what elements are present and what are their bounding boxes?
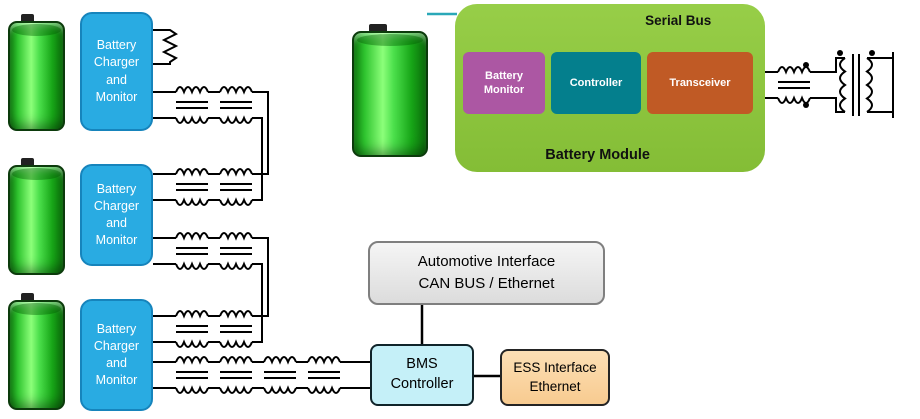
module-output-wiring xyxy=(765,52,894,118)
battery-monitor-chip: Battery Monitor xyxy=(463,52,545,114)
isolation-transformer xyxy=(219,356,253,394)
isolation-transformer xyxy=(219,232,253,270)
battery-module-label: Battery Module xyxy=(545,147,650,163)
battery-terminal-icon xyxy=(20,14,35,24)
serial-bus-label: Serial Bus xyxy=(645,13,712,28)
isolation-transformer xyxy=(307,356,341,394)
chip-label: Battery Monitor xyxy=(483,69,525,96)
isolation-transformer xyxy=(219,310,253,348)
battery-body xyxy=(352,31,428,157)
charger-label: Battery Charger and Monitor xyxy=(93,181,140,248)
charger-label: Battery Charger and Monitor xyxy=(93,321,140,388)
battery-cell-icon-3 xyxy=(8,293,65,410)
isolation-transformer xyxy=(219,168,253,206)
battery-terminal-icon xyxy=(20,158,35,168)
isolation-transformer xyxy=(777,66,811,104)
isolation-transformer xyxy=(175,86,209,124)
ess-interface-box: ESS Interface Ethernet xyxy=(500,349,610,406)
termination-resistor xyxy=(153,29,179,65)
isolation-transformer xyxy=(175,310,209,348)
battery-charger-monitor-box-1: Battery Charger and Monitor xyxy=(80,12,153,131)
chip-label: Transceiver xyxy=(669,76,731,89)
battery-body xyxy=(8,300,65,410)
battery-module-cell-icon xyxy=(352,24,428,157)
automotive-interface-label: Automotive Interface CAN BUS / Ethernet xyxy=(417,253,556,292)
bms-controller-box: BMS Controller xyxy=(370,344,474,406)
daisy-chain-wiring xyxy=(153,29,370,389)
battery-cell-icon-1 xyxy=(8,14,65,131)
battery-body xyxy=(8,165,65,275)
battery-terminal-icon xyxy=(368,24,387,34)
battery-charger-monitor-box-3: Battery Charger and Monitor xyxy=(80,299,153,411)
interface-wiring xyxy=(420,305,500,378)
bms-controller-label: BMS Controller xyxy=(390,356,454,392)
isolation-transformer xyxy=(263,356,297,394)
chip-label: Controller xyxy=(569,76,623,89)
charger-label: Battery Charger and Monitor xyxy=(93,38,140,104)
battery-terminal-icon xyxy=(20,293,35,303)
battery-module-group: Serial Bus Battery Monitor Controller Tr… xyxy=(455,4,765,172)
ess-interface-label: ESS Interface Ethernet xyxy=(513,359,597,394)
automotive-interface-box: Automotive Interface CAN BUS / Ethernet xyxy=(368,241,605,305)
transceiver-chip: Transceiver xyxy=(647,52,753,114)
isolation-transformer xyxy=(219,86,253,124)
isolation-transformer xyxy=(175,168,209,206)
battery-cell-icon-2 xyxy=(8,158,65,275)
isolation-transformer xyxy=(175,232,209,270)
controller-chip: Controller xyxy=(551,52,641,114)
battery-body xyxy=(8,21,65,131)
battery-charger-monitor-box-2: Battery Charger and Monitor xyxy=(80,164,153,266)
transformer-polarity-dots xyxy=(803,50,875,108)
isolation-transformer xyxy=(175,356,209,394)
